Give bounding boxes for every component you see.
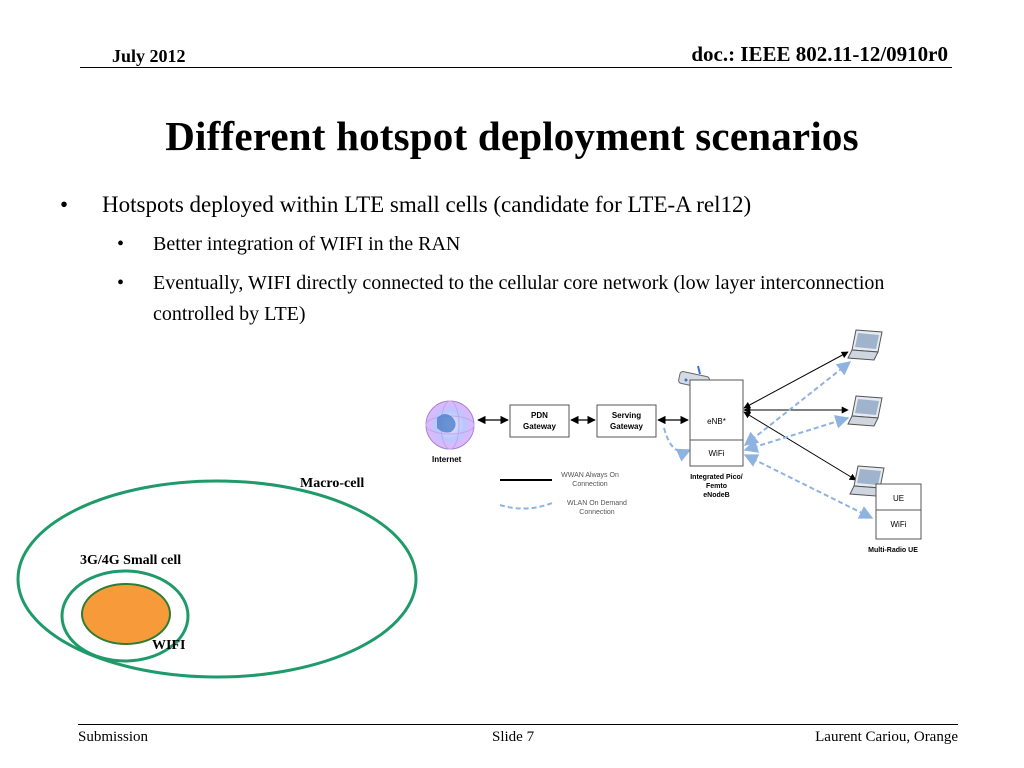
dashed-link-serving-wifi — [663, 427, 692, 462]
enb-caption-1: Integrated Pico/ — [690, 474, 743, 481]
slide-title: Different hotspot deployment scenarios — [165, 113, 859, 159]
dashed-link-wifi-laptop-1 — [743, 361, 852, 446]
ue-label: UE — [893, 494, 904, 503]
legend-dashed-swatch — [499, 502, 553, 510]
macro-cell-label: Macro-cell — [300, 476, 364, 491]
enb-wifi-label: WiFi — [709, 449, 725, 458]
ue-wifi-label: WiFi — [891, 520, 907, 529]
macro-cell-ellipse — [16, 479, 418, 679]
enb-label: eNB* — [707, 417, 726, 426]
bullet-marker: • — [60, 192, 69, 217]
network-legend: WWAN Always On Connection WLAN On Demand… — [499, 472, 627, 516]
legend-solid-label-1: WWAN Always On — [561, 472, 619, 479]
bullet-sub-2-text: Eventually, WIFI directly connected to t… — [153, 272, 885, 325]
small-cell-label: 3G/4G Small cell — [80, 553, 181, 568]
pdn-gateway-label-1: PDN — [531, 411, 548, 420]
laptop-icon — [847, 395, 883, 427]
legend-solid-label-2: Connection — [572, 481, 608, 488]
header-doc-id: doc.: IEEE 802.11-12/0910r0 — [691, 42, 948, 66]
legend-dashed-label-1: WLAN On Demand — [567, 500, 627, 507]
internet-globe-icon — [425, 400, 475, 450]
footer-rule — [78, 724, 958, 725]
cell-coverage-diagram: Macro-cell 3G/4G Small cell WIFI — [16, 476, 418, 679]
header-rule — [80, 67, 952, 68]
pdn-gateway-label-2: Gateway — [523, 422, 556, 431]
wifi-label: WIFI — [152, 638, 185, 653]
enb-caption-3: eNodeB — [703, 492, 729, 499]
footer-slide-number: Slide 7 — [492, 729, 535, 745]
enb-caption-2: Femto — [706, 483, 727, 490]
footer-author: Laurent Cariou, Orange — [815, 729, 958, 745]
link-enb-laptop-1 — [743, 351, 849, 409]
laptop-icon — [849, 465, 885, 497]
serving-gateway-box — [596, 404, 657, 438]
ue-caption: Multi-Radio UE — [868, 547, 918, 554]
bullet-marker: • — [117, 272, 125, 294]
laptop-icon — [847, 329, 883, 361]
bullet-sub-1-text: Better integration of WIFI in the RAN — [153, 233, 461, 255]
serving-gateway-label-1: Serving — [612, 411, 641, 420]
bullet-marker: • — [117, 233, 125, 255]
pdn-gateway-box — [509, 404, 570, 438]
legend-dashed-label-2: Connection — [579, 509, 615, 516]
footer-submission: Submission — [78, 729, 149, 745]
ue-box — [875, 483, 922, 540]
dashed-link-wifi-laptop-2 — [743, 415, 850, 453]
dashed-link-wifi-ue — [743, 454, 874, 519]
wifi-area-ellipse — [81, 583, 171, 645]
internet-label: Internet — [432, 455, 462, 464]
enb-box — [689, 379, 744, 467]
small-cell-ellipse — [60, 569, 190, 663]
network-diagram: Internet PDN Gateway Serving Gateway eNB… — [425, 329, 922, 554]
bullet-main-text: Hotspots deployed within LTE small cells… — [102, 192, 752, 217]
serving-gateway-label-2: Gateway — [610, 422, 643, 431]
header-date: July 2012 — [112, 46, 186, 66]
